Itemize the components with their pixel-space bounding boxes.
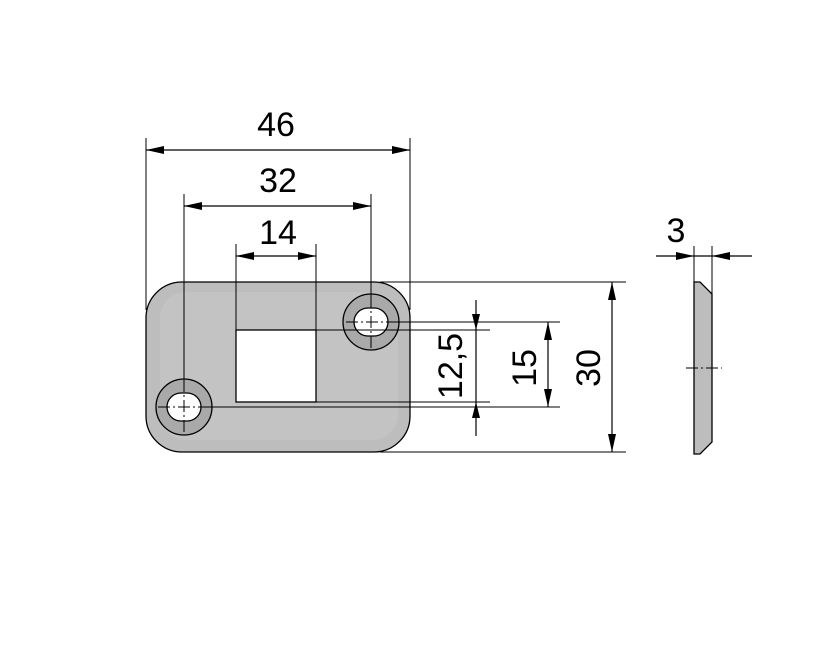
square-cutout [235, 329, 317, 403]
dimension-14: 14 [236, 214, 316, 260]
plate-side-view [686, 281, 722, 455]
center-lines [158, 296, 396, 434]
dimension-32: 32 [184, 162, 371, 210]
dim-overall-width-label: 46 [257, 106, 295, 144]
dim-offset-label: 12,5 [432, 333, 470, 399]
dim-overall-height-label: 30 [570, 349, 608, 387]
dim-slot-spacing-label: 32 [259, 162, 297, 200]
dimension-12-5: 12,5 [432, 300, 480, 436]
extension-lines [145, 138, 626, 453]
dim-slot-vertical-label: 15 [506, 349, 544, 387]
plate-front-view [145, 281, 411, 453]
dim-window-width-label: 14 [259, 214, 297, 252]
dimension-46: 46 [146, 106, 410, 154]
dimension-15: 15 [506, 322, 552, 407]
dim-thickness-label: 3 [667, 212, 686, 250]
dimension-3: 3 [656, 212, 752, 294]
dimension-30: 30 [570, 282, 616, 452]
